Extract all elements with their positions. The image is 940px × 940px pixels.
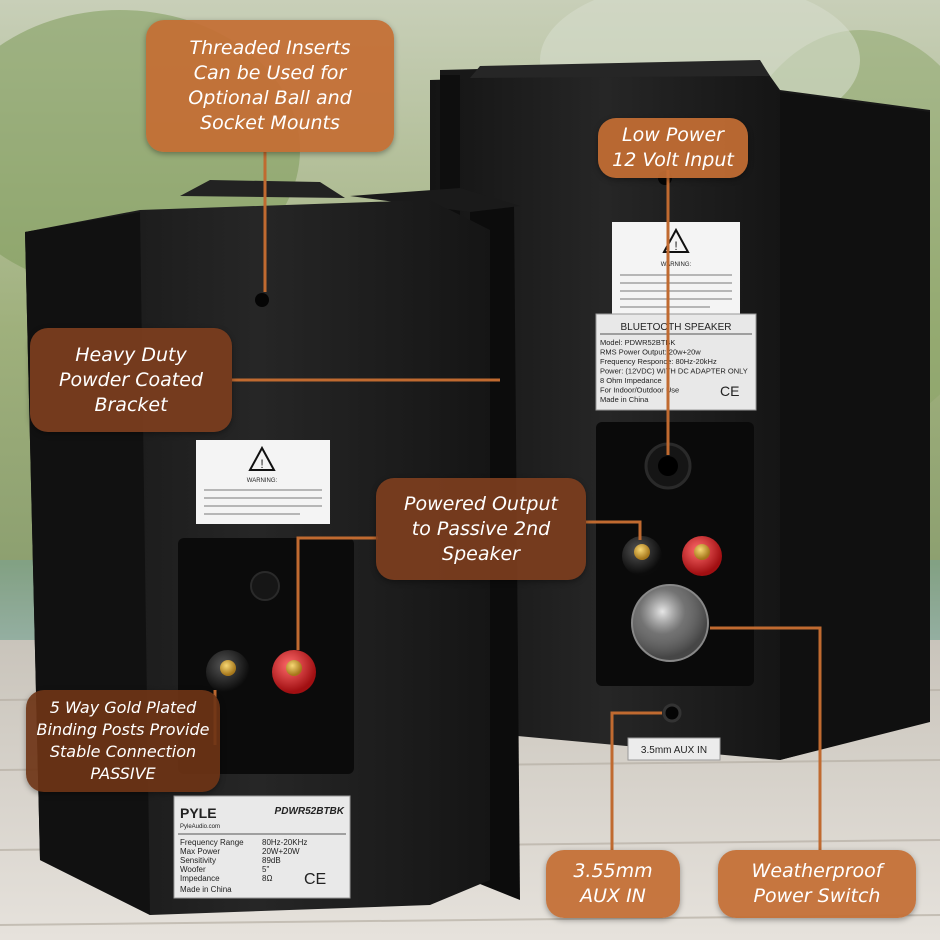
bluetooth-label-line: Frequency Responce: 80Hz-20kHz (600, 357, 717, 366)
callout-binding-line-1: 5 Way Gold Plated (49, 698, 197, 717)
aux-in-jack (662, 703, 682, 723)
pyle-spec-value: 89dB (262, 856, 281, 865)
pyle-spec-key: Frequency Range (180, 838, 244, 847)
callout-threaded-line-2: Can be Used for (193, 62, 347, 84)
callout-powered-output-line-3: Speaker (442, 542, 520, 565)
callout-binding-line-4: PASSIVE (90, 764, 156, 783)
callout-powered-output-line-2: to Passive 2nd (411, 517, 551, 540)
pyle-spec-value: 20W+20W (262, 847, 300, 856)
leader-powered-output-left (296, 536, 378, 650)
callout-binding-line-3: Stable Connection (49, 742, 197, 761)
bluetooth-label-line: For Indoor/Outdoor Use (600, 386, 679, 395)
callout-powered-output-line-1: Powered Output (404, 492, 558, 515)
pyle-spec-label (173, 795, 351, 899)
callout-aux-line-1: 3.55mm (573, 860, 653, 882)
bluetooth-speaker-label (595, 313, 757, 411)
callout-threaded-line-4: Socket Mounts (200, 112, 340, 134)
leader-weatherproof (710, 626, 822, 850)
leader-powered-output-right (586, 520, 642, 540)
callout-weatherproof-line-1: Weatherproof (751, 860, 883, 882)
pyle-brand: PYLE (180, 805, 217, 821)
bluetooth-label-line: Made in China (600, 395, 649, 404)
pyle-spec-key: Woofer (180, 865, 206, 874)
right-speaker: ! WARNING: BLUETOOTH SPEAKER Model: PDWR… (430, 60, 930, 761)
callout-binding-posts: 5 Way Gold Plated Binding Posts Provide … (26, 690, 220, 792)
bluetooth-label-line: Model: PDWR52BTBK (600, 338, 675, 347)
callout-low-power-line-1: Low Power (622, 124, 724, 146)
callout-threaded-line-3: Optional Ball and (188, 87, 352, 109)
pyle-made-in: Made in China (180, 885, 232, 894)
aux-in-label-text: 3.5mm AUX IN (641, 745, 707, 756)
svg-text:!: ! (674, 239, 677, 253)
pyle-spec-key: Max Power (180, 847, 220, 856)
callout-bracket-line-1: Heavy Duty (75, 343, 187, 366)
weatherproof-power-switch (631, 584, 709, 662)
bluetooth-label-title: BLUETOOTH SPEAKER (621, 322, 732, 333)
left-threaded-insert-hole (255, 293, 269, 307)
callout-low-power: Low Power 12 Volt Input (598, 118, 748, 178)
callout-weatherproof-switch: Weatherproof Power Switch (718, 850, 916, 918)
ce-mark: CE (720, 383, 739, 399)
aux-in-label (627, 737, 721, 761)
pyle-spec-value: 5" (262, 865, 269, 874)
bluetooth-label-line: RMS Power Output: 20w+20w (600, 348, 701, 357)
callout-weatherproof-line-2: Power Switch (753, 885, 881, 907)
callout-threaded-inserts: Threaded Inserts Can be Used for Optiona… (146, 20, 394, 152)
bluetooth-label-line: Power: (12VDC) WITH DC ADAPTER ONLY (600, 367, 748, 376)
pyle-spec-value: 8Ω (262, 874, 272, 883)
warning-title: WARNING: (661, 262, 692, 268)
svg-text:!: ! (260, 457, 263, 471)
leader-aux (610, 711, 662, 850)
pyle-spec-key: Impedance (180, 874, 220, 883)
callout-bracket: Heavy Duty Powder Coated Bracket (30, 328, 232, 432)
pyle-spec-value: 80Hz-20KHz (262, 838, 307, 847)
callout-bracket-line-2: Powder Coated (59, 368, 203, 391)
callout-bracket-line-3: Bracket (94, 393, 168, 416)
callout-threaded-line-1: Threaded Inserts (189, 37, 351, 59)
left-warning-title: WARNING: (247, 478, 278, 484)
callout-binding-line-2: Binding Posts Provide (36, 720, 210, 739)
pyle-ce-mark: CE (304, 871, 326, 888)
left-terminal-panel (178, 538, 354, 774)
callout-powered-output: Powered Output to Passive 2nd Speaker (376, 478, 586, 580)
pyle-brand-sub: PyleAudio.com (180, 824, 220, 830)
pyle-model: PDWR52BTBK (275, 806, 345, 817)
pyle-spec-key: Sensitivity (180, 856, 216, 865)
callout-low-power-line-2: 12 Volt Input (612, 149, 734, 171)
callout-aux-line-2: AUX IN (580, 885, 646, 907)
bluetooth-label-line: 8 Ohm Impedance (600, 376, 662, 385)
callout-aux-in: 3.55mm AUX IN (546, 850, 680, 918)
